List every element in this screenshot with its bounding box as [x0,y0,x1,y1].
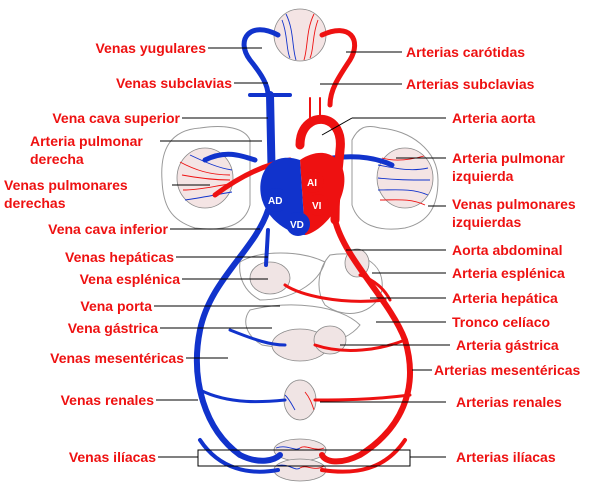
label-arterias-iliacas: Arterias ilíacas [456,449,556,465]
label-tronco-celiaco: Tronco celíaco [452,314,550,330]
renal-vein [200,390,285,402]
pulmonary-veins-right-top [205,154,255,160]
label-venas-iliacas: Venas ilíacas [69,449,156,465]
label-venas-yugulares: Venas yugulares [95,40,206,56]
carotid-artery [322,31,355,105]
right-lung-capillaries [177,148,233,208]
label-arteria-pulmonar-izquierda-2: izquierda [452,168,513,184]
label-venas-pulmonares-derechas-2: derechas [4,195,65,211]
heart-label-ai: AI [307,178,317,189]
heart-label-vi: VI [312,201,322,212]
label-arterias-mesentericas: Arterias mesentéricas [434,362,580,378]
label-arterias-renales: Arterias renales [456,394,562,410]
heart-label-ad: AD [268,196,282,207]
label-venas-subclavias: Venas subclavias [116,75,232,91]
label-vena-gastrica: Vena gástrica [68,320,158,336]
label-arterias-subclavias: Arterias subclavias [406,76,534,92]
hepatic-vein [266,230,268,265]
label-arteria-esplenica: Arteria esplénica [452,265,565,281]
label-venas-pulmonares-izquierdas-1: Venas pulmonares [452,196,576,212]
label-venas-pulmonares-derechas-1: Venas pulmonares [4,177,128,193]
label-arteria-gastrica: Arteria gástrica [456,337,559,353]
label-arteria-pulmonar-izquierda-1: Arteria pulmonar [452,150,565,166]
label-venas-pulmonares-izquierdas-2: izquierdas [452,214,521,230]
label-venas-hepaticas: Venas hepáticas [65,249,174,265]
label-venas-mesentericas: Venas mesentéricas [50,350,184,366]
label-arterias-carotidas: Arterias carótidas [406,44,525,60]
label-vena-porta: Vena porta [80,298,152,314]
label-vena-esplenica: Vena esplénica [80,271,180,287]
left-lung-capillaries [377,148,433,208]
jugular-vein [244,30,278,95]
label-arteria-hepatica: Arteria hepática [452,290,558,306]
liver-capillaries [250,262,290,294]
label-arteria-pulmonar-derecha-2: derecha [30,151,84,167]
label-vena-cava-superior: Vena cava superior [52,110,180,126]
heart-label-vd: VD [290,220,304,231]
head-capillaries [274,9,326,61]
label-vena-cava-inferior: Vena cava inferior [48,221,168,237]
label-arteria-aorta: Arteria aorta [452,110,535,126]
iliac-capillaries-lower [274,459,326,481]
label-arteria-pulmonar-derecha-1: Arteria pulmonar [30,133,143,149]
renal-artery [315,395,410,400]
label-venas-renales: Venas renales [61,392,154,408]
label-aorta-abdominal: Aorta abdominal [452,242,562,258]
